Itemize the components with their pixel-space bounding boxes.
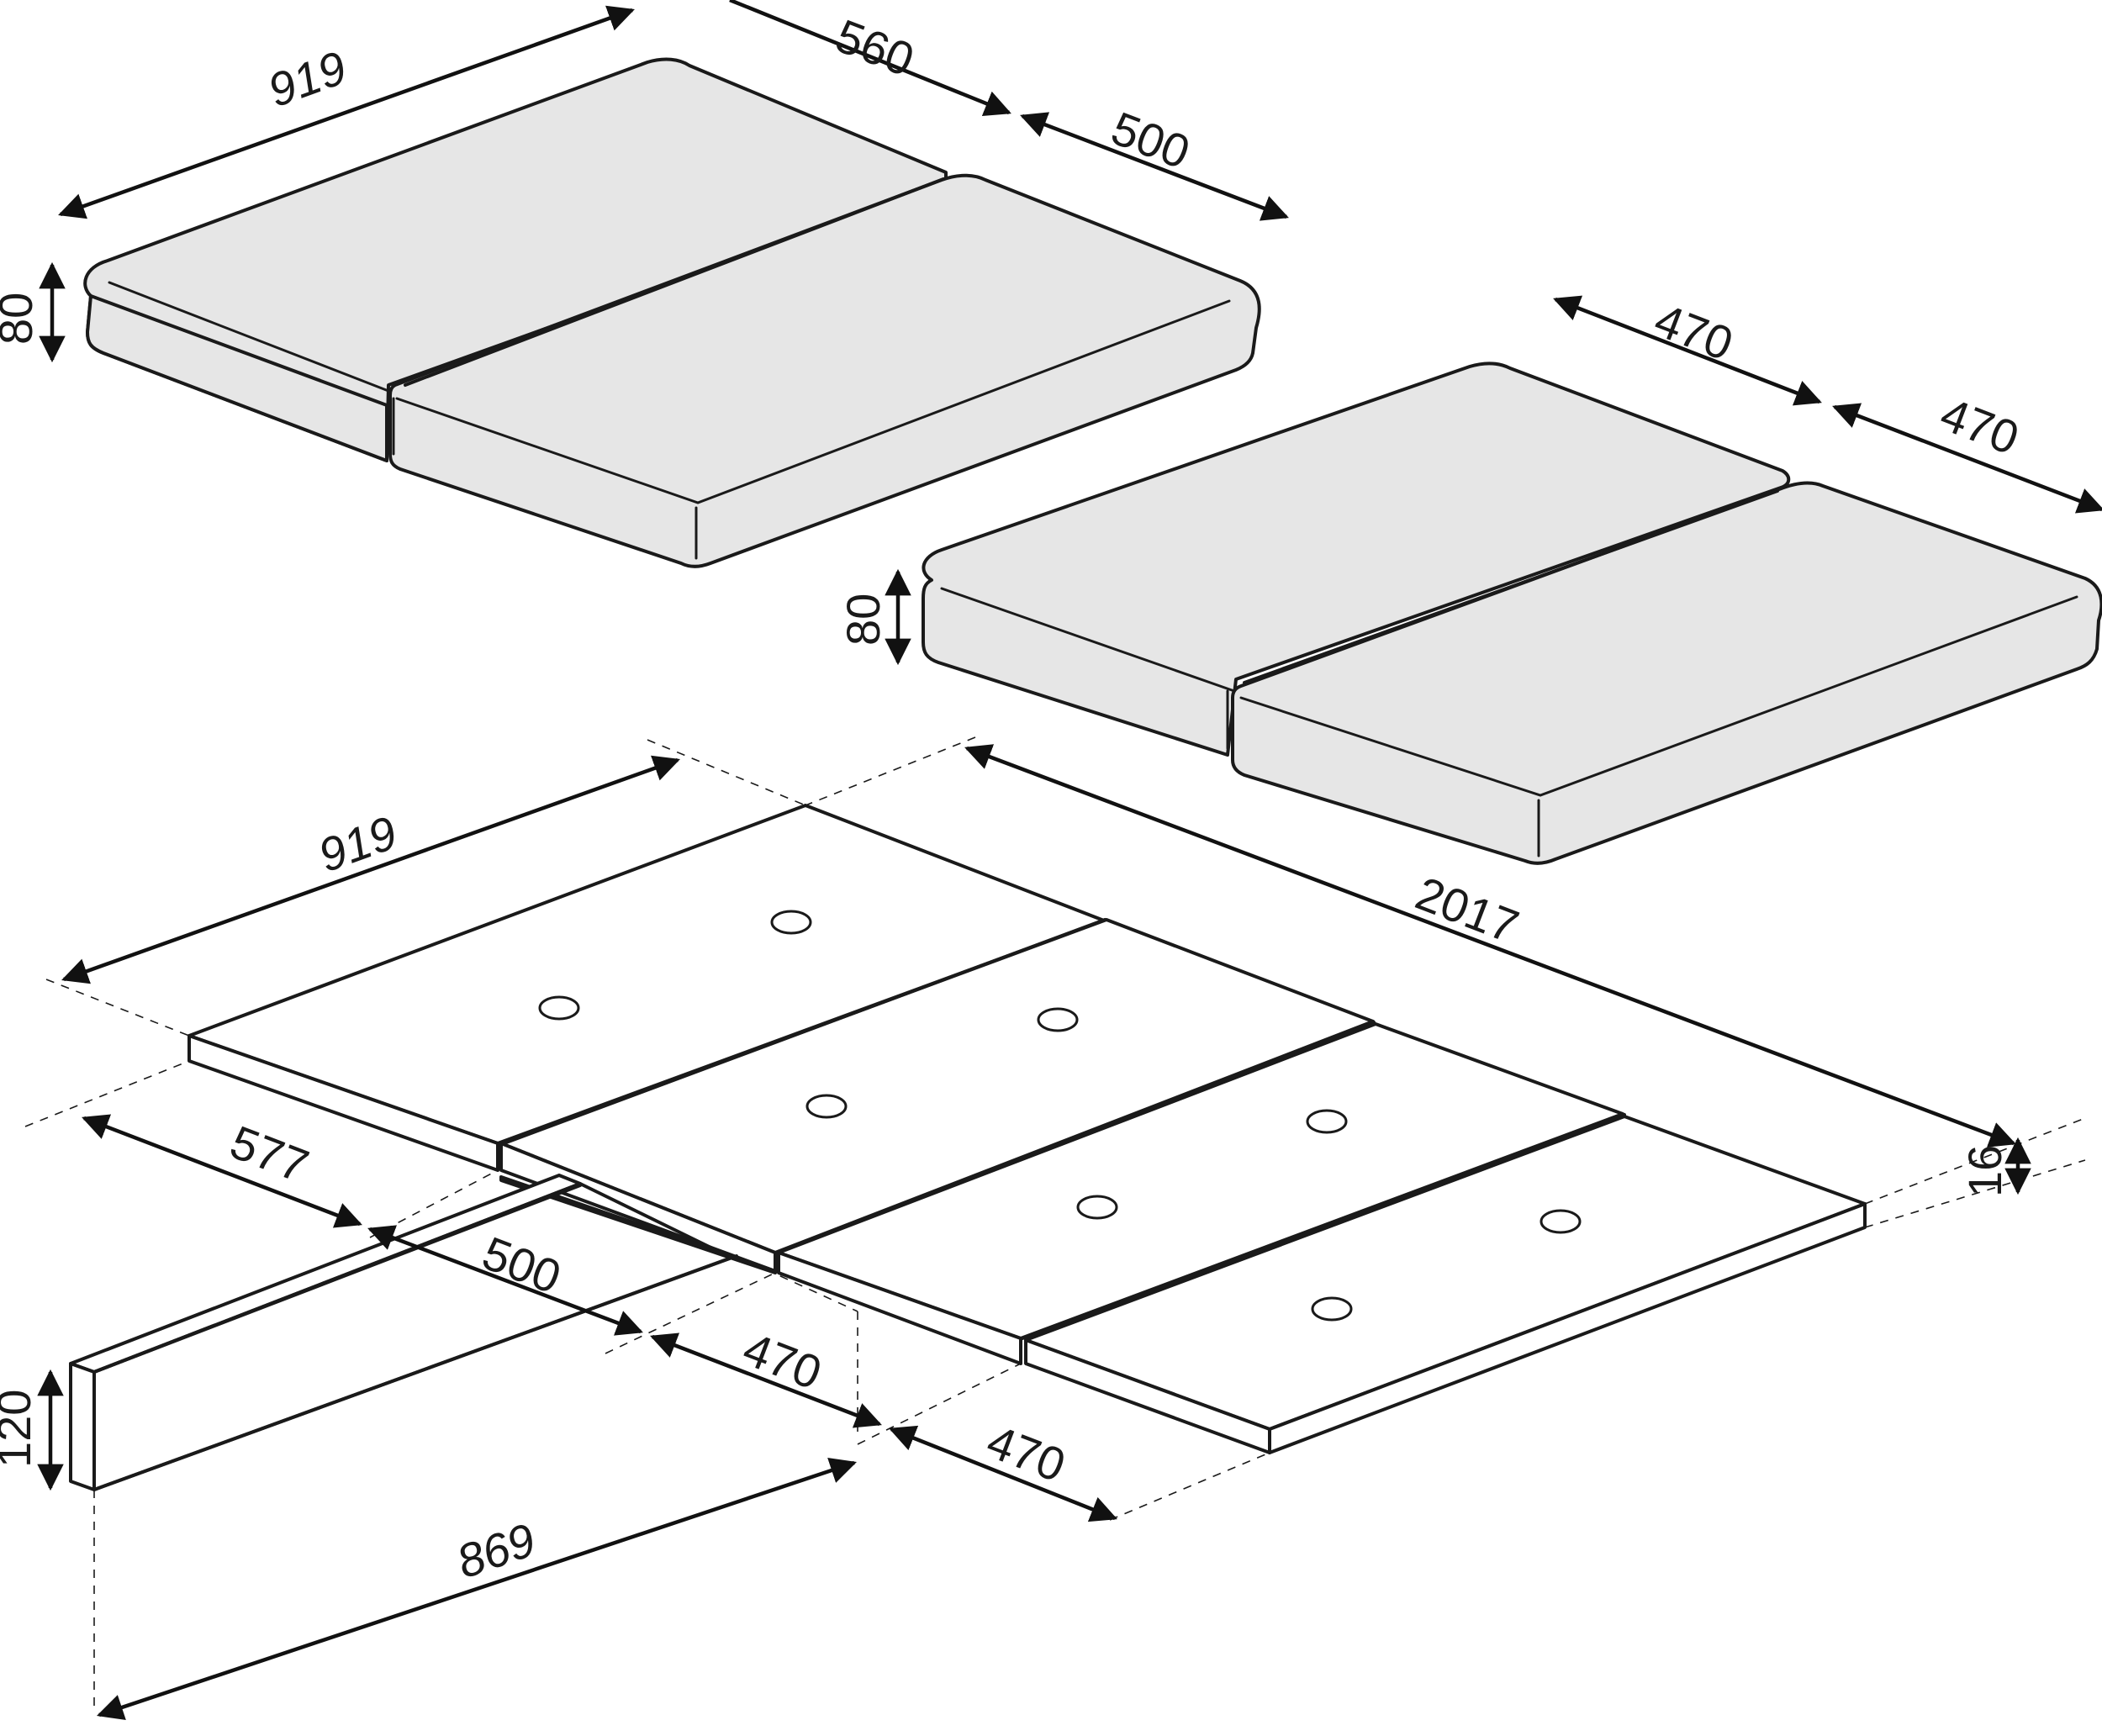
rail-length-arrow: [97, 1458, 857, 1720]
back-depth-right-label: 470: [1934, 387, 2026, 464]
seat-length-label: 919: [261, 40, 353, 117]
rail-height-label: 120: [0, 1390, 40, 1468]
base-depth-arrow: [964, 744, 2016, 1148]
extension-lines: [24, 736, 2086, 1707]
seat-front-depth-arrow: [729, 0, 1011, 116]
seat-back-depth-label: 500: [1105, 101, 1197, 178]
rail-length-label: 869: [450, 1512, 541, 1588]
segment-577-label: 577: [224, 1115, 316, 1192]
back-depth-left-label: 470: [1648, 293, 1740, 370]
seat-cushion-group: [83, 57, 1261, 568]
back-height-label: 80: [837, 594, 890, 646]
segment-470a-arrow: [650, 1332, 882, 1428]
base-board-4: [1024, 1115, 1867, 1454]
dimension-arrows: [37, 0, 2102, 1720]
base-depth-label: 2017: [1409, 866, 1526, 952]
back-cushion-group: [922, 361, 2102, 865]
seat-height-label: 80: [0, 293, 42, 345]
segment-470b-label: 470: [980, 1414, 1073, 1491]
back-cushion-left: [922, 361, 1791, 757]
back-depth-right-arrow: [1832, 403, 2102, 514]
seat-cushion-front: [83, 57, 948, 462]
base-length-arrow: [61, 755, 680, 984]
side-rail: [69, 1174, 738, 1491]
seat-front-depth-label: 560: [829, 8, 922, 86]
base-length-label: 919: [312, 805, 404, 882]
segment-470b-arrow: [889, 1425, 1117, 1522]
segment-470a-label: 470: [737, 1322, 829, 1399]
segment-577-arrow: [82, 1114, 362, 1228]
segment-500-arrow: [367, 1225, 643, 1336]
board-thickness-label: 16: [1958, 1145, 2011, 1197]
seat-back-depth-arrow: [1020, 112, 1289, 221]
back-depth-left-arrow: [1553, 295, 1822, 406]
seat-length-arrow: [58, 5, 635, 219]
